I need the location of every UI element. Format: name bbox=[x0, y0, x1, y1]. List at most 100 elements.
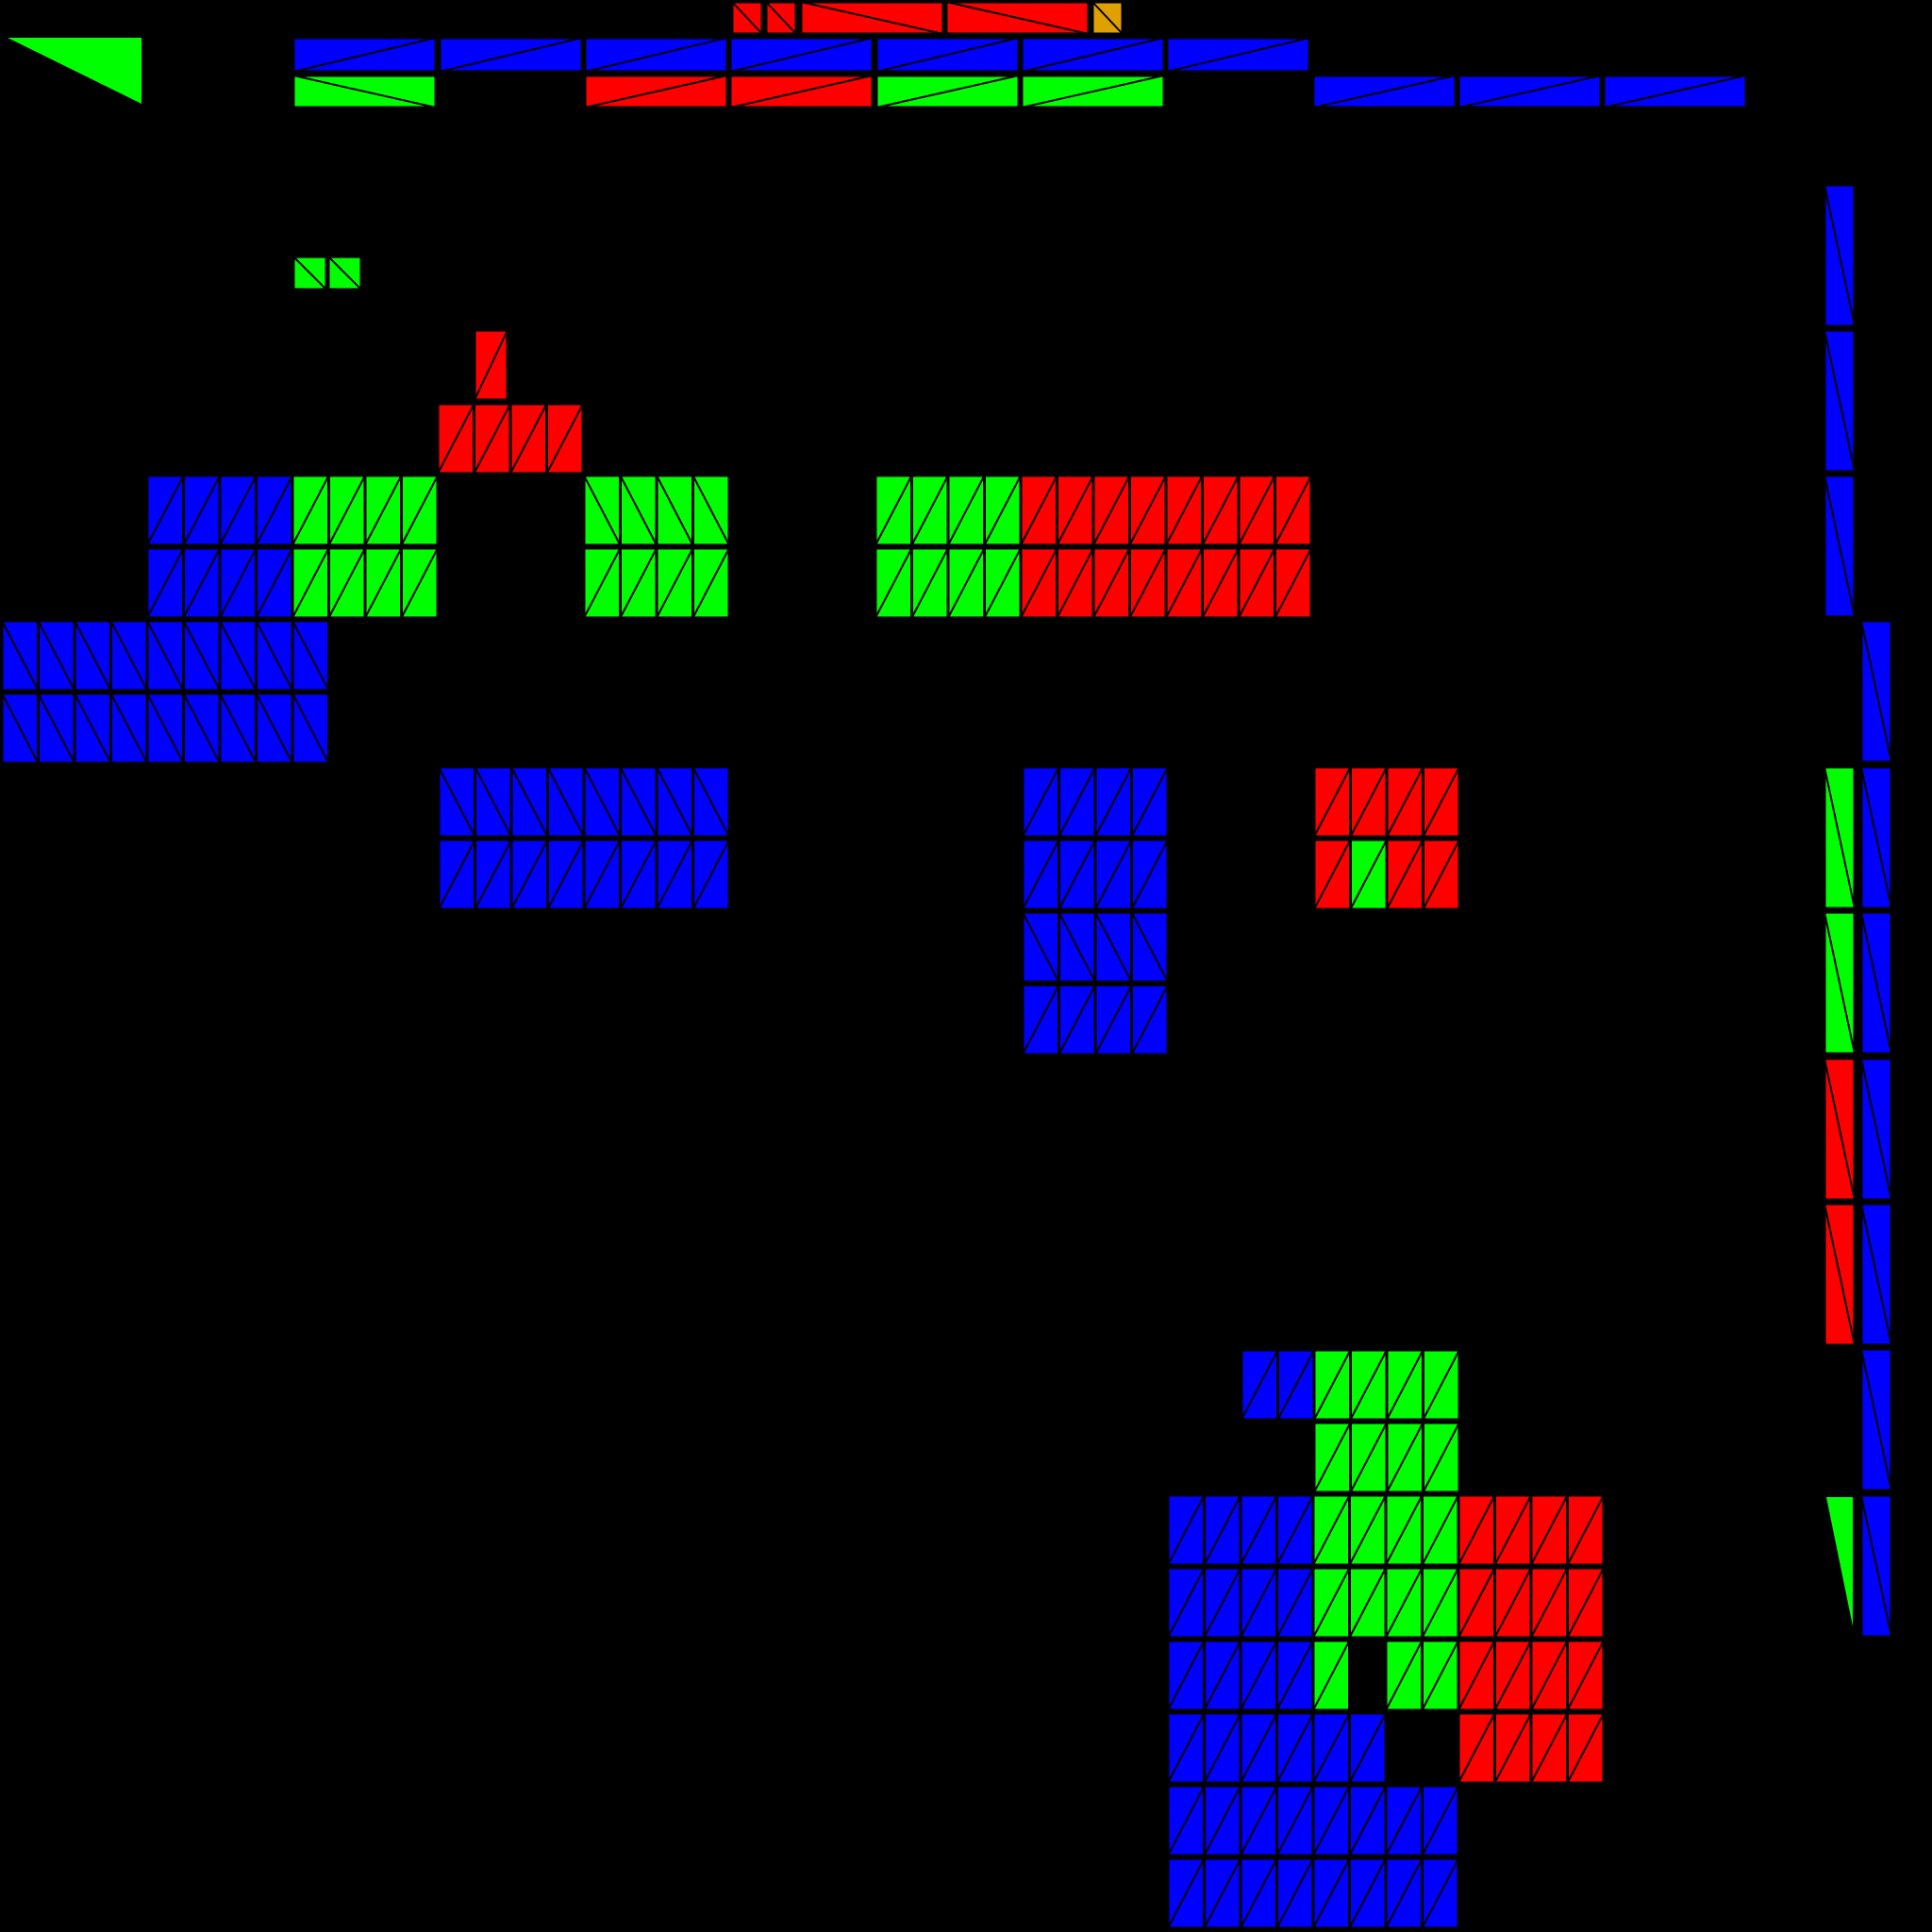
tile-diagonal bbox=[1860, 1203, 1892, 1346]
tile-diagonal bbox=[1167, 1640, 1206, 1711]
tile-diagonal bbox=[1349, 766, 1388, 838]
tile-diagonal bbox=[1203, 1785, 1241, 1857]
tile-diagonal bbox=[474, 839, 512, 910]
tile-diagonal bbox=[1385, 1494, 1424, 1566]
tile-diagonal bbox=[1128, 475, 1167, 546]
tile-diagonal bbox=[1422, 1349, 1460, 1421]
tile-diagonal bbox=[1022, 984, 1060, 1056]
tile-diagonal bbox=[146, 475, 185, 546]
tile-diagonal bbox=[1056, 475, 1094, 546]
tile-diagonal bbox=[619, 475, 658, 546]
tile-diagonal bbox=[1824, 329, 1856, 473]
tile-diagonal bbox=[1238, 475, 1276, 546]
mosaic-tiles bbox=[0, 0, 1893, 1930]
tile-diagonal bbox=[1530, 1712, 1569, 1784]
tile-diagonal bbox=[219, 692, 258, 764]
tile-diagonal bbox=[1349, 839, 1388, 910]
tile-diagonal bbox=[656, 839, 694, 910]
tile-diagonal bbox=[1203, 1712, 1241, 1784]
tile-diagonal bbox=[1241, 1349, 1279, 1421]
tile-diagonal bbox=[146, 547, 185, 619]
tile-diagonal bbox=[1167, 1857, 1206, 1929]
tile-diagonal bbox=[1421, 1494, 1459, 1566]
tile-diagonal bbox=[1056, 547, 1094, 619]
tile-diagonal bbox=[691, 766, 730, 838]
tile-diagonal bbox=[1203, 1494, 1241, 1566]
tile-diagonal bbox=[364, 547, 403, 619]
tile-diagonal bbox=[255, 547, 293, 619]
tile-diagonal bbox=[731, 1, 763, 35]
tile-diagonal bbox=[546, 839, 585, 910]
tile-diagonal bbox=[182, 475, 221, 546]
tile-diagonal bbox=[1275, 1857, 1314, 1929]
tile-diagonal bbox=[1313, 1422, 1352, 1493]
tile-diagonal bbox=[1022, 911, 1060, 983]
tile-diagonal bbox=[765, 1, 797, 35]
tile-diagonal bbox=[1530, 1567, 1569, 1639]
tile-diagonal bbox=[255, 475, 293, 546]
tile-diagonal bbox=[947, 547, 986, 619]
tile-diagonal bbox=[1240, 1857, 1278, 1929]
tile-diagonal bbox=[1240, 1640, 1278, 1711]
corner-triangle bbox=[8, 38, 142, 104]
tile-diagonal bbox=[1313, 1349, 1352, 1421]
tile-diagonal bbox=[1275, 1567, 1314, 1639]
tile-diagonal bbox=[291, 620, 330, 691]
tile-diagonal bbox=[1386, 766, 1424, 838]
tile-diagonal bbox=[1824, 1058, 1856, 1201]
tile-diagonal bbox=[1860, 1348, 1892, 1491]
tile-diagonal bbox=[656, 475, 694, 546]
tile-diagonal bbox=[1457, 75, 1602, 108]
tile-diagonal bbox=[510, 766, 549, 838]
tile-diagonal bbox=[37, 620, 75, 691]
tile-diagonal bbox=[691, 475, 730, 546]
tile-diagonal bbox=[1312, 1640, 1351, 1711]
tile-diagonal bbox=[1860, 1058, 1892, 1201]
tile-diagonal bbox=[37, 692, 75, 764]
tile-diagonal bbox=[1493, 1640, 1532, 1711]
tile-diagonal bbox=[109, 620, 148, 691]
tile-diagonal bbox=[545, 403, 584, 475]
tile-diagonal bbox=[584, 37, 728, 73]
tile-diagonal bbox=[1824, 475, 1856, 618]
tile-diagonal bbox=[1165, 475, 1204, 546]
tile-diagonal bbox=[1313, 766, 1352, 838]
tile-diagonal bbox=[1275, 1640, 1314, 1711]
tile-diagonal bbox=[1421, 1857, 1459, 1929]
tile-diagonal bbox=[1240, 1494, 1278, 1566]
tile-diagonal bbox=[583, 839, 622, 910]
tile-diagonal bbox=[945, 1, 1090, 35]
tile-diagonal bbox=[1058, 766, 1096, 838]
tile-diagonal bbox=[1091, 1, 1124, 35]
tile-diagonal bbox=[1167, 1567, 1206, 1639]
tile-diagonal bbox=[1824, 911, 1856, 1055]
tile-diagonal bbox=[1421, 1567, 1459, 1639]
tile-diagonal bbox=[1094, 766, 1133, 838]
tile-diagonal bbox=[182, 547, 221, 619]
tile-diagonal bbox=[1275, 1494, 1314, 1566]
tile-diagonal bbox=[729, 37, 874, 73]
tile-diagonal bbox=[74, 692, 112, 764]
tile-diagonal bbox=[327, 547, 366, 619]
tile-diagonal bbox=[1167, 1785, 1206, 1857]
tile-diagonal bbox=[1203, 1640, 1241, 1711]
tile-diagonal bbox=[109, 692, 148, 764]
tile-diagonal bbox=[1860, 1494, 1892, 1638]
tile-diagonal bbox=[1092, 475, 1131, 546]
tile-diagonal bbox=[619, 839, 658, 910]
tile-diagonal bbox=[1385, 1857, 1424, 1929]
tile-diagonal bbox=[546, 766, 585, 838]
tile-diagonal bbox=[1201, 475, 1240, 546]
tile-diagonal bbox=[509, 403, 548, 475]
tile-diagonal bbox=[219, 620, 258, 691]
tile-diagonal bbox=[1457, 1567, 1496, 1639]
tile-diagonal bbox=[1493, 1712, 1532, 1784]
tile-diagonal bbox=[1860, 620, 1892, 763]
tile-diagonal bbox=[1022, 766, 1060, 838]
tile-diagonal bbox=[1312, 75, 1457, 108]
tile-diagonal bbox=[1021, 37, 1165, 73]
tile-diagonal bbox=[1, 620, 40, 691]
tile-diagonal bbox=[1240, 1712, 1278, 1784]
tile-diagonal bbox=[1167, 1494, 1206, 1566]
tile-diagonal bbox=[583, 475, 622, 546]
